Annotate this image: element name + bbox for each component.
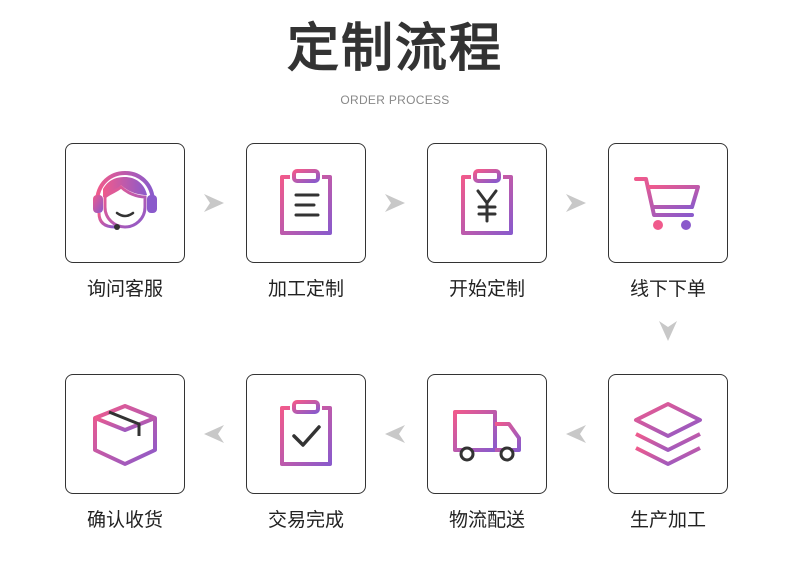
step-label: 线下下单 (629, 278, 706, 300)
step-label: 开始定制 (448, 278, 525, 300)
step-label: 加工定制 (267, 278, 344, 300)
step-customer-service[interactable]: 询问客服 (65, 143, 185, 301)
step-box[interactable] (427, 374, 547, 494)
step-start-custom[interactable]: 开始定制 (427, 143, 547, 301)
clipboard-yen-icon (461, 169, 513, 235)
step-logistics[interactable]: 物流配送 (427, 374, 547, 532)
step-box[interactable] (427, 143, 547, 263)
step-transaction-complete[interactable]: 交易完成 (246, 374, 366, 532)
clipboard-check-icon (280, 400, 332, 466)
step-box[interactable] (608, 374, 728, 494)
arrow-left-icon (563, 421, 589, 447)
step-production[interactable]: 生产加工 (608, 374, 728, 532)
step-label: 交易完成 (267, 509, 344, 531)
step-box[interactable] (246, 374, 366, 494)
arrow-right-icon (201, 190, 227, 216)
arrow-right-icon (563, 190, 589, 216)
shopping-cart-icon (634, 177, 700, 230)
arrow-right-icon (382, 190, 408, 216)
step-label: 确认收货 (86, 509, 163, 531)
step-box[interactable] (246, 143, 366, 263)
arrow-left-icon (382, 421, 408, 447)
step-box[interactable] (65, 143, 185, 263)
delivery-truck-icon (453, 410, 521, 462)
customer-service-icon (93, 170, 157, 230)
layers-icon (634, 402, 702, 466)
page-title: 定制流程 (286, 19, 503, 79)
step-label: 询问客服 (86, 278, 163, 300)
clipboard-list-icon (280, 169, 332, 235)
package-box-icon (93, 404, 157, 466)
step-box[interactable] (608, 143, 728, 263)
arrow-left-icon (201, 421, 227, 447)
step-box[interactable] (65, 374, 185, 494)
step-label: 生产加工 (629, 509, 706, 531)
step-label: 物流配送 (448, 509, 525, 531)
page-subtitle: ORDER PROCESS (340, 93, 450, 107)
step-process-custom[interactable]: 加工定制 (246, 143, 366, 301)
arrow-down-icon (655, 318, 681, 344)
step-offline-order[interactable]: 线下下单 (608, 143, 728, 301)
step-confirm-receipt[interactable]: 确认收货 (65, 374, 185, 532)
